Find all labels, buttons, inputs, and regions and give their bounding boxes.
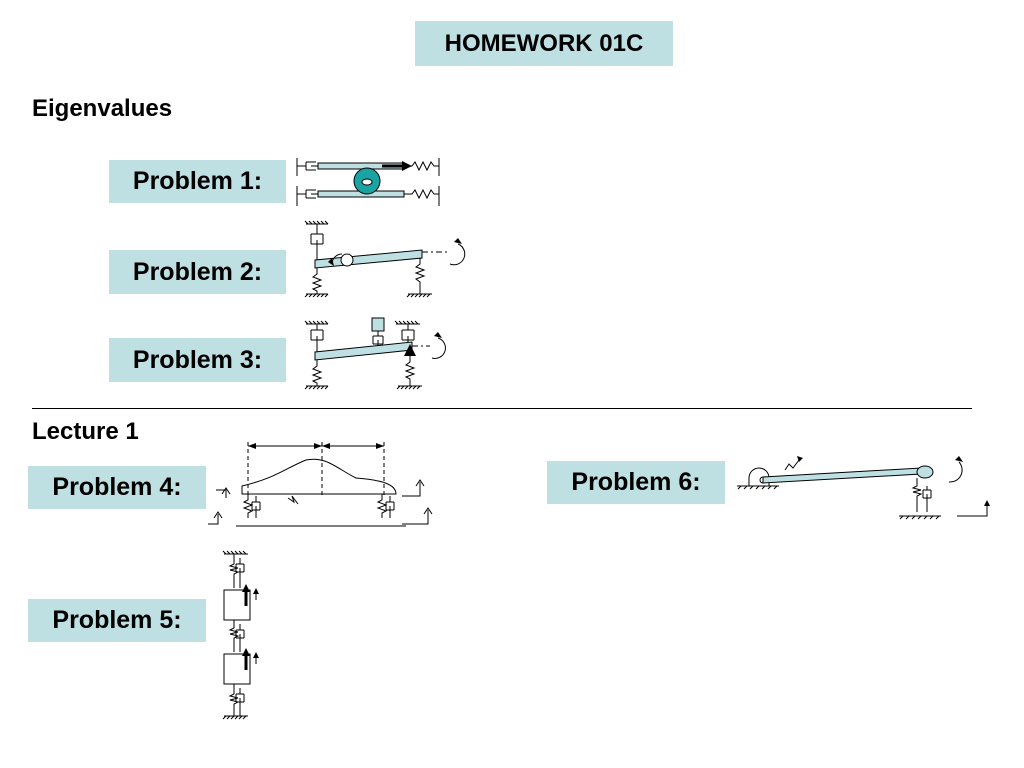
section-heading-lecture: Lecture 1 (32, 418, 139, 445)
problem-5-diagram (218, 550, 259, 726)
problem-5-label: Problem 5: (28, 599, 206, 642)
section-divider (32, 408, 972, 409)
section-heading-eigenvalues: Eigenvalues (32, 95, 173, 122)
problem-1-label: Problem 1: (109, 160, 286, 203)
problem-6-diagram (735, 456, 990, 528)
problem-3-label: Problem 3: (109, 338, 286, 382)
problem-2-diagram (300, 222, 470, 298)
page-title: HOMEWORK 01C (415, 21, 673, 66)
problem-3-diagram (300, 316, 450, 392)
problem-2-label: Problem 2: (109, 250, 286, 294)
problem-4-label: Problem 4: (28, 466, 206, 509)
problem-6-label: Problem 6: (547, 461, 725, 504)
problem-1-diagram (294, 156, 444, 212)
problem-4-diagram (206, 438, 436, 538)
